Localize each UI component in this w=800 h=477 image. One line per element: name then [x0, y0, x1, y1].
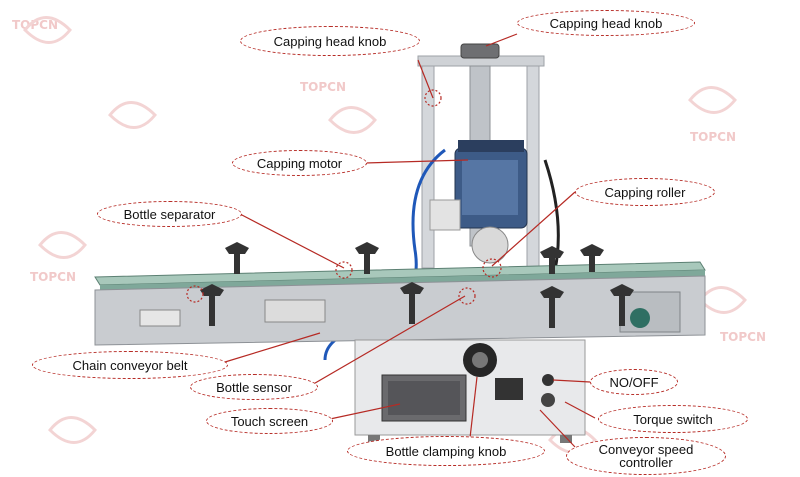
label-conveyor-speed-controller: Conveyor speed controller [566, 437, 726, 475]
label-bottle-separator: Bottle separator [97, 201, 242, 227]
label-bottle-sensor: Bottle sensor [190, 374, 318, 400]
label-capping-head-knob-left: Capping head knob [240, 26, 420, 56]
label-capping-roller: Capping roller [575, 178, 715, 206]
watermark: TOPCN [12, 18, 59, 32]
watermark: TOPCN [690, 130, 737, 144]
label-no-off: NO/OFF [590, 369, 678, 395]
cable [543, 159, 560, 271]
watermark: TOPCN [300, 80, 347, 94]
watermark: TOPCN [720, 330, 767, 344]
label-bottle-clamping-knob: Bottle clamping knob [347, 436, 545, 466]
watermark: TOPCN [30, 270, 77, 284]
label-capping-head-knob-top: Capping head knob [517, 10, 695, 36]
label-capping-motor: Capping motor [232, 150, 367, 176]
label-chain-conveyor-belt: Chain conveyor belt [32, 351, 228, 379]
clamp-knobs [200, 242, 634, 328]
capping-motor-body [429, 140, 528, 264]
control-cabinet [354, 339, 586, 443]
leader-lines [224, 33, 596, 448]
target-circles [186, 89, 502, 305]
label-torque-switch: Torque switch [598, 405, 748, 433]
label-touch-screen: Touch screen [206, 408, 333, 434]
